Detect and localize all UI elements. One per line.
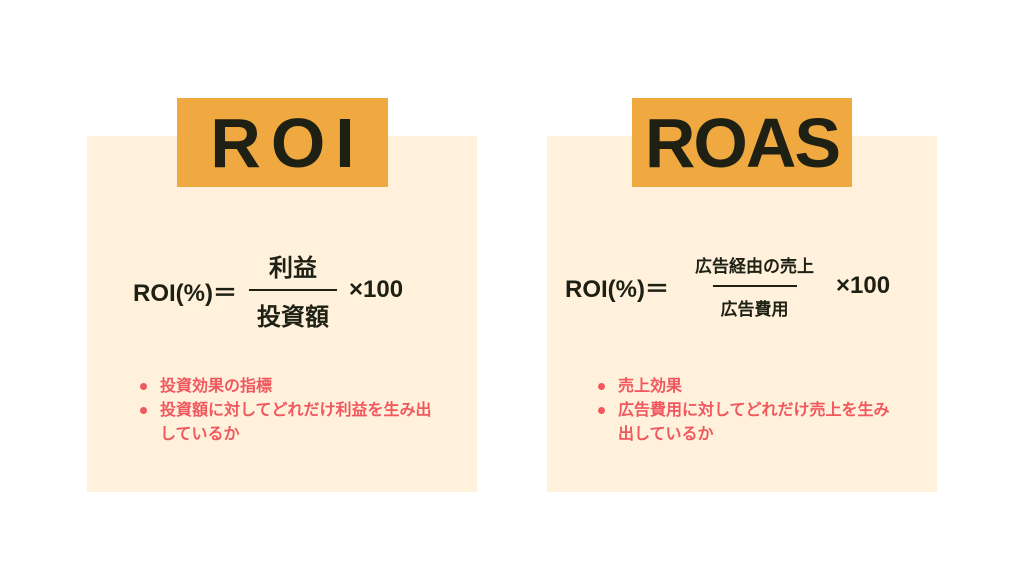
roas-title-badge: ROAS	[632, 98, 852, 187]
roi-bullet-list: 投資効果の指標 投資額に対してどれだけ利益を生み出しているか	[136, 374, 436, 446]
roi-multiplier: ×100	[349, 276, 404, 303]
fraction-bar	[712, 285, 797, 287]
roas-numerator: 広告経由の売上	[695, 257, 814, 277]
roas-panel	[547, 136, 937, 492]
roi-fraction: 利益 投資額	[249, 248, 337, 332]
roi-panel	[87, 136, 477, 492]
fraction-bar	[249, 289, 337, 291]
roi-formula: ROI(%)＝ 利益 投資額 ×100	[133, 248, 403, 332]
roas-bullet-list: 売上効果 広告費用に対してどれだけ売上を生み出しているか	[594, 374, 894, 446]
roas-formula: ROI(%)＝ 広告経由の売上 広告費用 ×100	[565, 252, 890, 320]
roi-title-badge: ROI	[177, 98, 388, 187]
roi-numerator: 利益	[269, 254, 317, 282]
roi-denominator: 投資額	[257, 303, 329, 331]
roas-denominator: 広告費用	[720, 300, 789, 320]
list-item: 投資額に対してどれだけ利益を生み出しているか	[136, 398, 436, 446]
list-item: 広告費用に対してどれだけ売上を生み出しているか	[594, 398, 894, 446]
list-item: 投資効果の指標	[136, 374, 436, 398]
list-item: 売上効果	[594, 374, 894, 398]
roas-formula-lhs: ROI(%)＝	[565, 275, 669, 303]
roi-formula-lhs: ROI(%)＝	[133, 279, 237, 307]
roas-multiplier: ×100	[836, 272, 891, 299]
roas-fraction: 広告経由の売上 広告費用	[695, 252, 814, 320]
